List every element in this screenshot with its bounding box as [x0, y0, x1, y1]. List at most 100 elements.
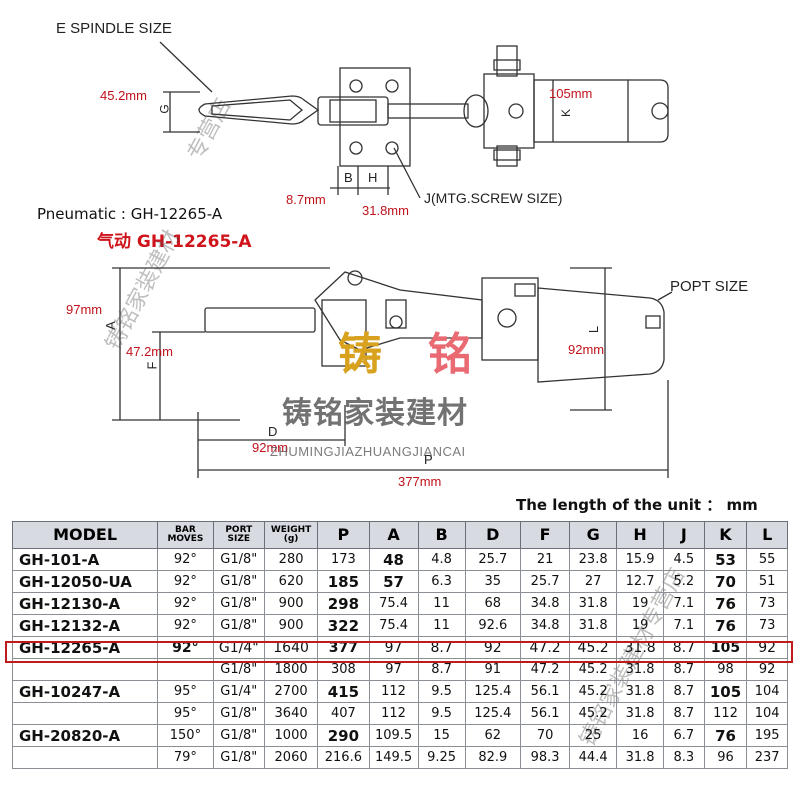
table-cell: 48: [368, 548, 419, 571]
watermark-char-1: 铸: [338, 329, 382, 380]
table-cell: 76: [703, 614, 748, 637]
table-cell: 98.3: [520, 746, 571, 769]
dim-k-value: 105mm: [549, 86, 593, 101]
table-cell: 97: [368, 658, 419, 681]
header-weight-g: WEIGHT (g): [263, 521, 319, 549]
model-cell: [11, 746, 159, 769]
table-cell: 31.8: [616, 658, 665, 681]
pneumatic-model-label-cn: 气动 GH-12265-A: [97, 232, 252, 252]
dim-d-letter: D: [268, 424, 278, 439]
header-b: B: [417, 521, 466, 549]
table-cell: 70: [703, 570, 748, 593]
table-cell: 34.8: [520, 614, 571, 637]
table-cell: 31.8: [569, 614, 618, 637]
table-cell: 73: [746, 592, 788, 615]
table-cell: 2060: [263, 746, 319, 769]
table-cell: 11: [417, 592, 466, 615]
table-cell: 35: [464, 570, 522, 593]
table-cell: 112: [368, 702, 419, 725]
table-cell: 900: [263, 614, 319, 637]
dim-a-value: 97mm: [66, 302, 103, 317]
table-cell: 23.8: [569, 548, 618, 571]
table-cell: 105: [703, 680, 748, 703]
table-cell: 92°: [157, 548, 214, 571]
table-cell: 8.7: [663, 680, 705, 703]
table-cell: 173: [317, 548, 370, 571]
header-f: F: [520, 521, 571, 549]
header-k: K: [703, 521, 748, 549]
table-cell: 415: [317, 680, 370, 703]
table-cell: 31.8: [616, 680, 665, 703]
dim-f-value: 47.2mm: [126, 344, 173, 359]
table-cell: 56.1: [520, 702, 571, 725]
table-cell: 11: [417, 614, 466, 637]
table-cell: 95°: [157, 680, 214, 703]
model-cell: [11, 702, 159, 725]
table-cell: 7.1: [663, 614, 705, 637]
table-cell: 1000: [263, 724, 319, 747]
dim-k-letter: K: [559, 108, 574, 118]
table-cell: 237: [746, 746, 788, 769]
model-cell: GH-101-A: [11, 548, 159, 571]
table-cell: G1/8": [212, 570, 265, 593]
table-cell: 104: [746, 680, 788, 703]
table-cell: 407: [317, 702, 370, 725]
watermark-brand-en: ZHUMINGJIAZHUANGJIANCAI: [270, 444, 466, 459]
table-cell: 76: [703, 592, 748, 615]
port-size-label: POPT SIZE: [670, 278, 749, 295]
table-cell: 75.4: [368, 592, 419, 615]
table-cell: 45.2: [569, 702, 618, 725]
dim-l-value: 92mm: [568, 342, 605, 357]
table-cell: 92°: [157, 592, 214, 615]
header-g: G: [569, 521, 618, 549]
dim-p-value: 377mm: [398, 474, 442, 489]
table-cell: 125.4: [464, 702, 522, 725]
table-cell: 8.7: [663, 702, 705, 725]
pneumatic-model-label: Pneumatic : GH-12265-A: [37, 205, 223, 223]
table-cell: 16: [616, 724, 665, 747]
header-j: J: [663, 521, 705, 549]
table-cell: 112: [703, 702, 748, 725]
dim-d-value: 92mm: [252, 440, 289, 455]
table-cell: 9.5: [417, 702, 466, 725]
table-cell: 25.7: [520, 570, 571, 593]
table-cell: 82.9: [464, 746, 522, 769]
table-cell: 19: [616, 614, 665, 637]
table-cell: 76: [703, 724, 748, 747]
table-cell: 8.3: [663, 746, 705, 769]
table-cell: 55: [746, 548, 788, 571]
table-cell: 3640: [263, 702, 319, 725]
table-cell: 150°: [157, 724, 214, 747]
table-cell: G1/8": [212, 724, 265, 747]
technical-drawing: [112, 41, 673, 478]
table-cell: 25.7: [464, 548, 522, 571]
table-cell: 45.2: [569, 680, 618, 703]
table-cell: 62: [464, 724, 522, 747]
table-cell: 4.8: [417, 548, 466, 571]
table-cell: 5.2: [663, 570, 705, 593]
table-cell: 9.5: [417, 680, 466, 703]
spindle-size-label: E SPINDLE SIZE: [56, 20, 172, 37]
table-cell: 280: [263, 548, 319, 571]
table-cell: 6.7: [663, 724, 705, 747]
table-cell: 68: [464, 592, 522, 615]
table-cell: G1/8": [212, 702, 265, 725]
table-cell: 620: [263, 570, 319, 593]
dim-b-letter: B: [344, 170, 353, 185]
table-cell: 149.5: [368, 746, 419, 769]
model-cell: GH-12132-A: [11, 614, 159, 637]
table-cell: 8.7: [417, 658, 466, 681]
table-cell: 96: [703, 746, 748, 769]
table-cell: 6.3: [417, 570, 466, 593]
table-cell: 21: [520, 548, 571, 571]
watermark-char-2: 铭: [428, 329, 472, 380]
table-cell: 104: [746, 702, 788, 725]
model-cell: GH-20820-A: [11, 724, 159, 747]
table-cell: 125.4: [464, 680, 522, 703]
table-cell: 322: [317, 614, 370, 637]
dim-b-value: 8.7mm: [286, 192, 326, 207]
